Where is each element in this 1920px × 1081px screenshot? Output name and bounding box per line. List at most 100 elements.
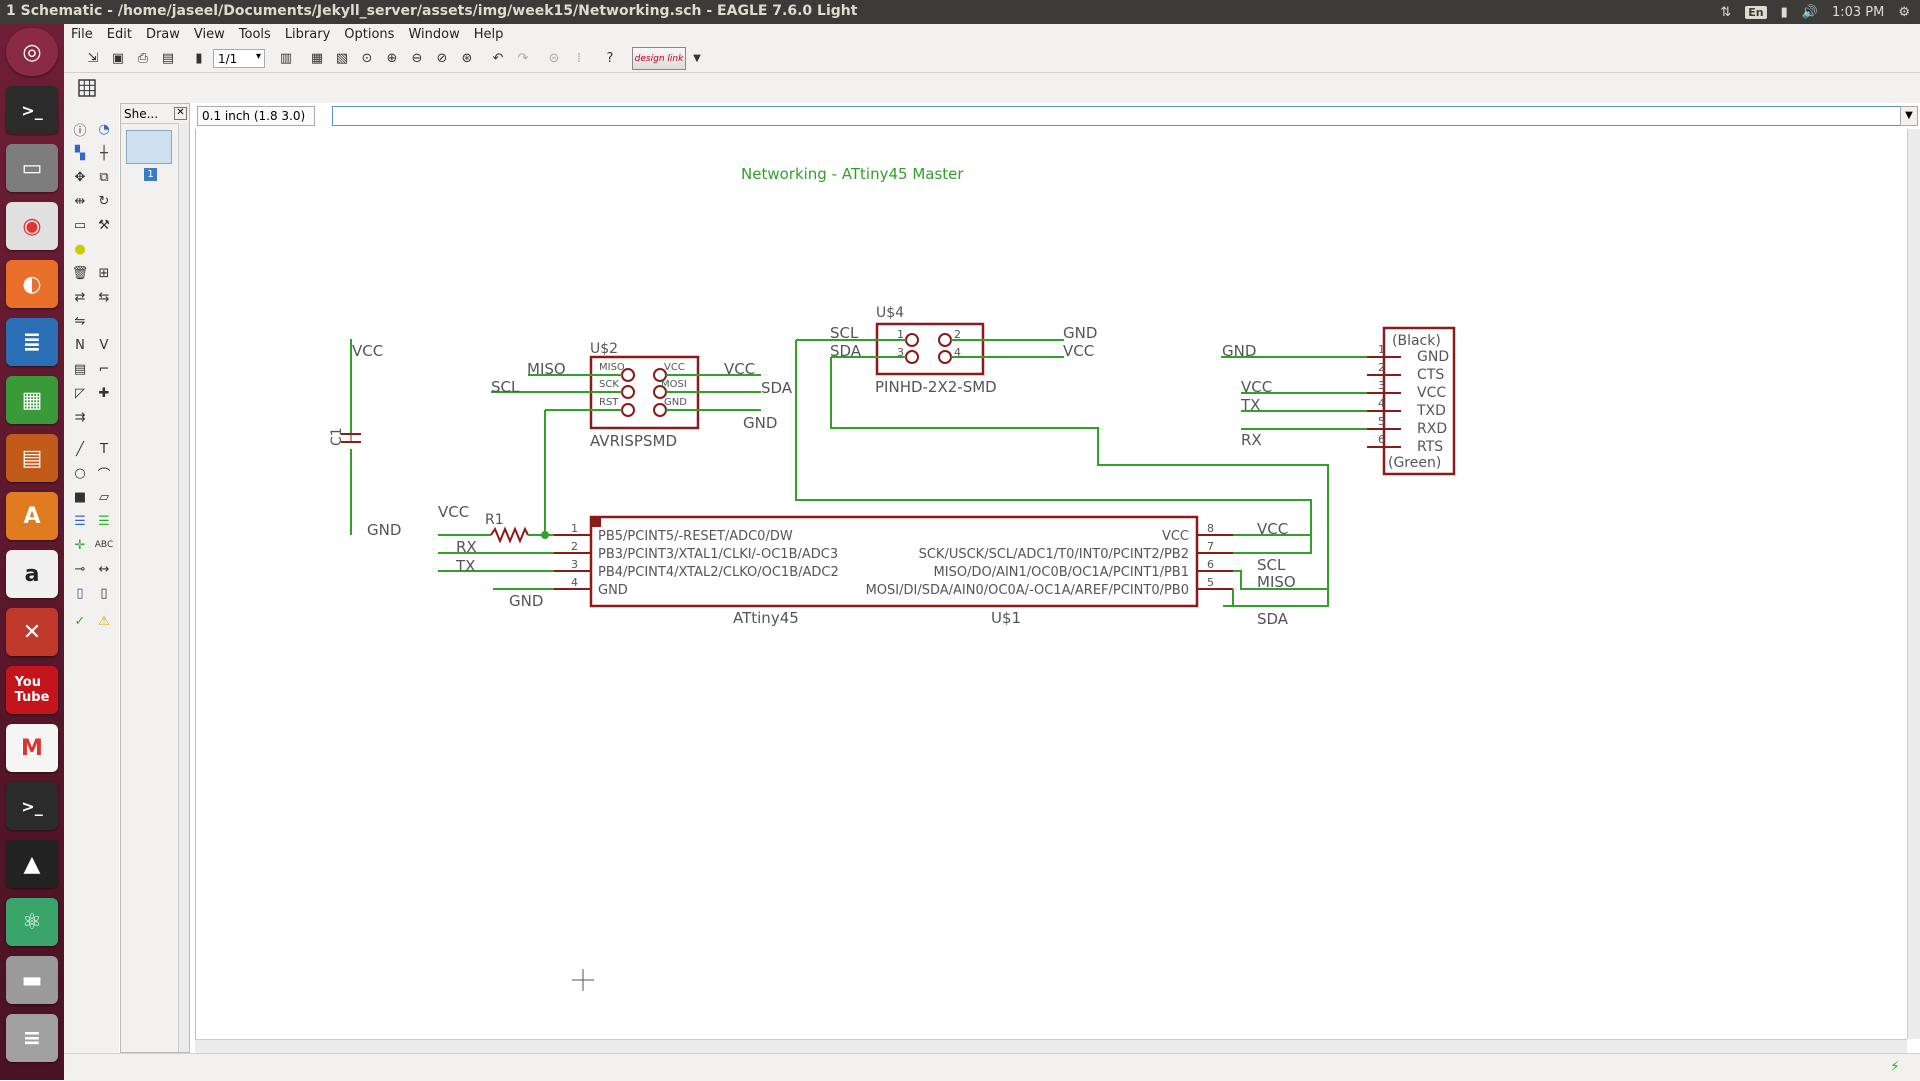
rect-icon[interactable]: ■ (73, 489, 87, 505)
chrome-icon[interactable]: ◉ (6, 202, 58, 250)
close-icon[interactable]: ✕ (174, 107, 187, 120)
smash-icon[interactable]: ▤ (73, 361, 87, 377)
firefox-icon[interactable]: ◐ (6, 260, 58, 308)
amazon-icon[interactable]: a (6, 550, 58, 598)
optimize-icon[interactable]: ⇉ (74, 409, 86, 425)
network-icon[interactable]: ⇅ (1720, 4, 1732, 20)
pin-header-u4[interactable]: U$4 PINHD-2X2-SMD 1 2 3 4 (875, 305, 997, 396)
frame-icon[interactable]: ▯ (76, 585, 84, 601)
terminal2-icon[interactable]: >_ (6, 782, 58, 830)
menu-view[interactable]: View (193, 27, 225, 42)
redo-icon[interactable]: ↷ (517, 51, 529, 66)
script-icon[interactable]: ▦ (310, 51, 324, 66)
chevron-down-icon[interactable]: ▼ (693, 53, 701, 64)
delete-icon[interactable]: 🗑 (71, 265, 89, 281)
menu-help[interactable]: Help (473, 27, 504, 42)
terminal-icon[interactable]: >_ (6, 86, 58, 134)
gmail-icon[interactable]: M (6, 724, 58, 772)
arc-icon[interactable]: ⌒ (97, 467, 111, 483)
go-icon[interactable]: ⁞ (576, 51, 582, 66)
mark-icon[interactable]: ┼ (100, 145, 108, 161)
menu-edit[interactable]: Edit (106, 27, 132, 42)
frame2-icon[interactable]: ▯ (100, 585, 108, 601)
help-icon[interactable]: ? (606, 51, 614, 66)
net-icon[interactable]: ☰ (98, 513, 110, 529)
settings-icon[interactable]: ✕ (6, 608, 58, 656)
move-icon[interactable]: ✥ (74, 169, 86, 185)
open-icon[interactable]: ⇲ (87, 51, 99, 66)
board-icon[interactable]: ▥ (279, 51, 293, 66)
rotate-icon[interactable]: ↻ (98, 193, 110, 209)
wrench-icon[interactable]: ⚒ (98, 217, 110, 233)
resistor-r1[interactable]: R1 VCC (438, 503, 591, 544)
sheet-select[interactable]: 1/1 (213, 49, 265, 68)
menu-file[interactable]: File (71, 27, 93, 42)
command-input[interactable] (332, 106, 1902, 126)
ubuntu-dash-icon[interactable]: ◎ (6, 28, 58, 76)
sheets-scrollbar[interactable] (178, 123, 189, 1052)
cam-icon[interactable]: ▤ (161, 51, 175, 66)
ulp-icon[interactable]: ▧ (335, 51, 349, 66)
menu-library[interactable]: Library (284, 27, 331, 42)
group-icon[interactable]: ▭ (73, 217, 87, 233)
menu-options[interactable]: Options (344, 27, 395, 42)
impress-icon[interactable]: ▤ (6, 434, 58, 482)
label-icon[interactable]: ABC (94, 540, 114, 550)
horizontal-scrollbar[interactable] (195, 1039, 1907, 1054)
mirror-icon[interactable]: ⇹ (74, 193, 86, 209)
show-icon[interactable]: ◔ (98, 121, 110, 137)
keyboard-layout-indicator[interactable]: En (1745, 5, 1767, 19)
add-icon[interactable]: ⊞ (98, 265, 110, 281)
atom-icon[interactable]: ⚛ (6, 898, 58, 946)
microcontroller-u1[interactable]: PB5/PCINT5/-RESET/ADC0/DW PB3/PCINT3/XTA… (554, 515, 1233, 627)
trash-icon[interactable]: ≡ (6, 1014, 58, 1062)
menu-tools[interactable]: Tools (238, 27, 271, 42)
isp-header-u2[interactable]: U$2 AVRISPSMD MISO SCK RST VCC MOSI GND (589, 341, 700, 450)
attribute-icon[interactable]: ⊸ (74, 561, 86, 577)
text-icon[interactable]: T (100, 441, 108, 457)
writer-icon[interactable]: ≣ (6, 318, 58, 366)
wire-icon[interactable]: ╱ (76, 441, 84, 457)
zoom-area-icon[interactable]: ⊛ (461, 51, 473, 66)
drive-icon[interactable]: ▬ (6, 956, 58, 1004)
display-icon[interactable]: ▚ (75, 145, 85, 161)
files-icon[interactable]: ▭ (6, 144, 58, 192)
clock[interactable]: 1:03 PM (1831, 4, 1885, 20)
replace-icon[interactable]: ⇆ (98, 289, 110, 305)
zoom-fit-icon[interactable]: ⊙ (361, 51, 373, 66)
software-center-icon[interactable]: A (6, 492, 58, 540)
menu-window[interactable]: Window (408, 27, 460, 42)
design-link-button[interactable]: design link (632, 47, 686, 70)
schematic-canvas[interactable]: Networking - ATtiny45 Master C1 VCC GND … (195, 129, 1908, 1039)
vertical-scrollbar[interactable] (1907, 129, 1920, 1039)
info-icon[interactable]: ⓘ (73, 123, 87, 139)
sheet-icon[interactable]: ▮ (195, 51, 203, 66)
split-icon[interactable]: ◸ (75, 385, 85, 401)
undo-icon[interactable]: ↶ (492, 51, 504, 66)
inkscape-icon[interactable]: ▲ (6, 840, 58, 888)
junction-icon[interactable]: ✛ (74, 537, 86, 553)
zoom-in-icon[interactable]: ⊕ (386, 51, 398, 66)
copy-icon[interactable]: ⧉ (99, 169, 109, 185)
menu-draw[interactable]: Draw (145, 27, 180, 42)
erc-icon[interactable]: ✓ (74, 613, 86, 629)
capacitor-c1[interactable]: C1 VCC GND (329, 339, 401, 539)
pinswap-icon[interactable]: ⇄ (74, 289, 86, 305)
warning-icon[interactable]: ⚠ (98, 613, 110, 629)
invoke-icon[interactable]: ✚ (98, 385, 110, 401)
stop-icon[interactable]: ⊝ (548, 51, 560, 66)
save-icon[interactable]: ▣ (111, 51, 125, 66)
gateswap-icon[interactable]: ⇋ (74, 313, 86, 329)
command-history-dropdown[interactable]: ▼ (1900, 106, 1918, 126)
battery-icon[interactable]: ▮ (1780, 4, 1788, 20)
dimension-icon[interactable]: ↔ (98, 561, 110, 577)
zoom-redraw-icon[interactable]: ⊘ (436, 51, 448, 66)
paste-icon[interactable]: ● (74, 241, 86, 257)
gear-icon[interactable]: ⚙ (1898, 4, 1910, 20)
polygon-icon[interactable]: ▱ (99, 489, 109, 505)
zoom-out-icon[interactable]: ⊖ (411, 51, 423, 66)
ftdi-connector[interactable]: (Black) (Green) GND CTS VCC TXD RXD RTS … (1367, 326, 1456, 476)
grid-icon[interactable] (78, 79, 96, 97)
circle-icon[interactable]: ○ (74, 465, 86, 481)
